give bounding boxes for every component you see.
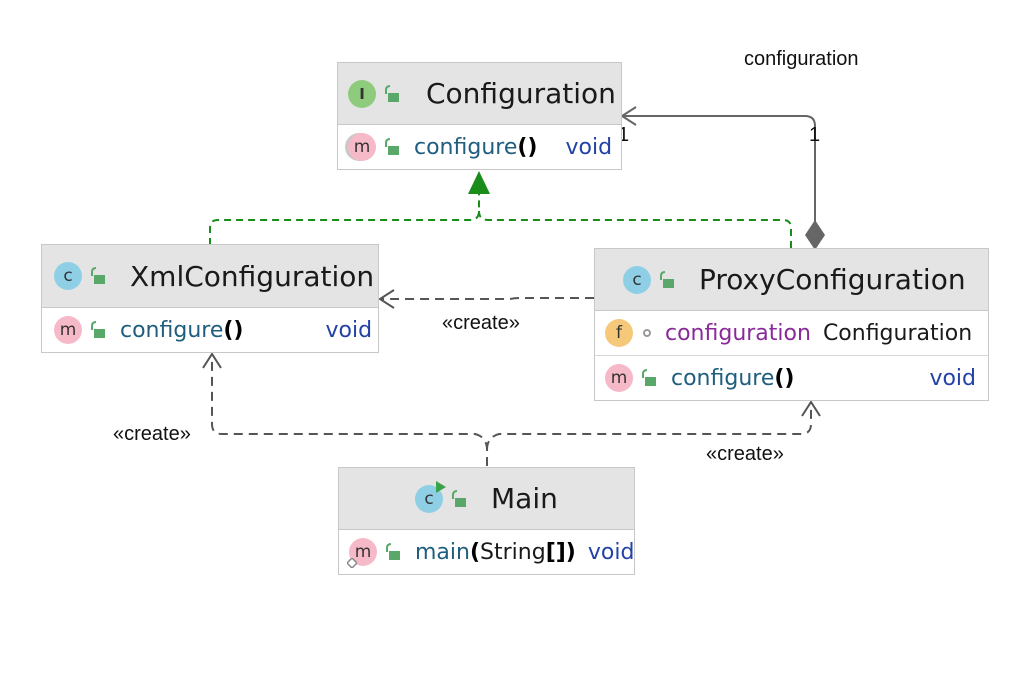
method-icon: m (348, 133, 376, 161)
class-box-xml-configuration[interactable]: c XmlConfiguration m configure () void (41, 244, 379, 353)
public-lock-icon (659, 270, 677, 289)
public-lock-icon (384, 138, 402, 156)
method-name: configure (120, 317, 224, 343)
method-name: configure (671, 365, 775, 391)
create-label-main-proxy: «create» (706, 443, 784, 465)
field-row[interactable]: f configuration Configuration (595, 311, 988, 355)
method-params: () (517, 134, 538, 160)
field-icon: f (605, 319, 633, 347)
public-lock-icon (385, 543, 403, 561)
realization-arrowhead (468, 171, 490, 194)
class-header: I Configuration (338, 63, 621, 125)
class-header: c XmlConfiguration (42, 245, 378, 308)
method-name: main (415, 539, 470, 565)
method-icon: m (54, 316, 82, 344)
public-lock-icon (384, 84, 402, 103)
method-row[interactable]: m configure () void (595, 355, 988, 400)
public-lock-icon (451, 489, 469, 508)
method-params-close: []) (545, 539, 576, 565)
runnable-class-icon: c (415, 480, 446, 513)
method-return-type: void (325, 317, 373, 343)
method-param-type: String (480, 539, 546, 565)
method-row[interactable]: m configure () void (338, 125, 621, 169)
run-triangle-icon (436, 480, 446, 493)
aggregation-diamond (805, 220, 825, 250)
class-name: XmlConfiguration (130, 259, 375, 293)
public-lock-icon (90, 321, 108, 339)
method-row[interactable]: m main ( String []) void (339, 530, 634, 574)
association-arrowhead (620, 106, 637, 126)
class-box-main[interactable]: c Main m main ( String []) void (338, 467, 635, 575)
method-params-open: ( (469, 539, 481, 565)
class-name: Configuration (426, 77, 616, 110)
class-header: c Main (339, 468, 634, 530)
realization-edge-xml (209, 190, 480, 245)
static-method-icon: m (347, 538, 377, 568)
aggregation-label: configuration (744, 48, 859, 70)
field-type: Configuration (822, 320, 973, 346)
method-letter: m (354, 542, 372, 562)
class-header: c ProxyConfiguration (595, 249, 988, 311)
method-return-type: void (587, 539, 635, 565)
dependency-arrowhead-xml-bottom (202, 352, 222, 369)
package-private-icon (643, 329, 651, 337)
association-edge (622, 115, 816, 226)
dependency-arrowhead-xml-right (378, 289, 395, 309)
class-icon: c (54, 262, 82, 290)
method-icon: m (605, 364, 633, 392)
class-box-proxy-configuration[interactable]: c ProxyConfiguration f configuration Con… (594, 248, 989, 401)
dependency-arrowhead-proxy (801, 400, 821, 417)
public-lock-icon (641, 369, 659, 387)
class-letter: c (424, 488, 434, 509)
multiplicity-source: 1 (809, 124, 821, 146)
class-box-configuration[interactable]: I Configuration m configure () void (337, 62, 622, 170)
method-params: () (774, 365, 795, 391)
public-lock-icon (90, 267, 108, 285)
method-return-type: void (565, 134, 613, 160)
method-row[interactable]: m configure () void (42, 308, 378, 352)
dependency-edge-main-proxy (486, 402, 812, 451)
create-label-main-xml: «create» (113, 423, 191, 445)
class-icon: c (623, 265, 651, 294)
create-label-proxy-xml: «create» (442, 312, 520, 334)
dependency-edge-main-xml (211, 354, 488, 466)
multiplicity-target: 1 (618, 124, 630, 146)
method-name: configure (414, 134, 518, 160)
dependency-edge-proxy-xml (380, 297, 594, 300)
field-name: configuration (665, 320, 811, 346)
method-return-type: void (929, 365, 976, 391)
interface-icon: I (348, 79, 376, 108)
method-params: () (223, 317, 244, 343)
realization-edge-proxy (478, 210, 792, 248)
class-name: Main (491, 482, 558, 515)
class-name: ProxyConfiguration (699, 263, 966, 296)
static-marker-icon (347, 558, 357, 568)
